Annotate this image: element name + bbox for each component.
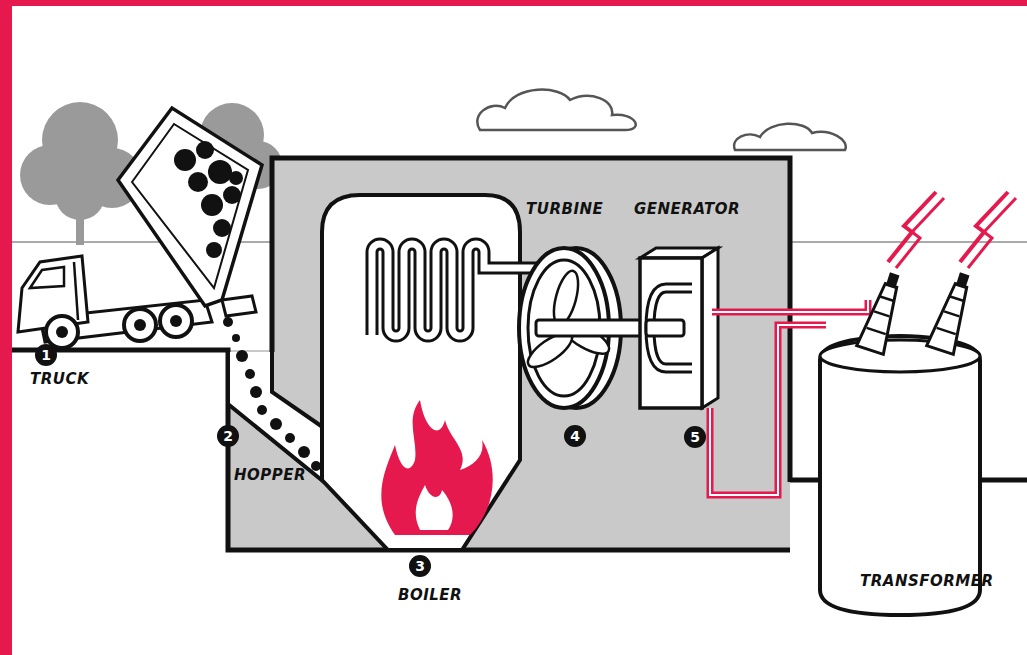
dump-truck [18, 108, 262, 348]
callout-number: 1 [35, 344, 57, 366]
wire [712, 300, 868, 312]
generator-box [640, 258, 702, 408]
coal-lump [270, 418, 282, 430]
coal-lump [311, 461, 321, 471]
callout-number: 2 [217, 425, 239, 447]
callout-number: 5 [684, 426, 706, 448]
bushing [857, 270, 908, 355]
truck-window [30, 267, 64, 288]
spark [960, 192, 1008, 262]
spark [896, 198, 944, 268]
dump-bed [118, 108, 262, 306]
frame-bar [0, 0, 1027, 6]
coal-lump [245, 369, 255, 379]
coal-lump [213, 219, 231, 237]
shaft [536, 320, 686, 336]
coal-lump [206, 242, 222, 258]
coal-lump [223, 186, 241, 204]
part-label: HOPPER [234, 466, 306, 484]
coal-lump [236, 350, 248, 362]
dump-bed-inner [132, 124, 248, 288]
wire [710, 325, 826, 495]
shaft [646, 320, 684, 336]
tailgate [222, 296, 256, 316]
part-label: TURBINE [526, 200, 603, 218]
coal-lump [208, 160, 232, 184]
hopper-edge [272, 352, 324, 428]
coal-lump [229, 171, 243, 185]
wire-core [710, 325, 826, 495]
coal-lump [250, 386, 262, 398]
spark [888, 192, 936, 262]
bushing-body [927, 281, 975, 354]
coal-lump [188, 172, 208, 192]
wheel [124, 309, 156, 341]
wheel [46, 316, 78, 348]
building-fill [228, 158, 790, 550]
frame-bar [0, 0, 12, 655]
coal-lump [223, 317, 233, 327]
bushing-tip [956, 272, 970, 288]
tree-crown [55, 170, 105, 220]
hub [170, 315, 182, 327]
spark [968, 198, 1016, 268]
coal-lump [257, 405, 267, 415]
bushing [927, 270, 978, 355]
callout-number: 3 [409, 555, 431, 577]
part-label: GENERATOR [634, 200, 740, 218]
flame-core [416, 485, 453, 530]
coal [174, 141, 243, 258]
bushing-ribs [867, 296, 897, 335]
callout-number: 4 [564, 425, 586, 447]
falling-coal [223, 317, 321, 471]
generator-side [702, 248, 718, 408]
part-label: TRANSFORMER [860, 572, 994, 590]
cloud [477, 90, 635, 130]
wire-core [712, 300, 868, 312]
coal-lump [285, 433, 295, 443]
bushing-ribs [937, 296, 967, 335]
hopper-edge [228, 352, 324, 482]
coal-lump [232, 334, 240, 342]
part-label: BOILER [398, 586, 462, 604]
bushing-tip [886, 272, 900, 288]
hub [134, 319, 146, 331]
cloud [734, 124, 846, 150]
wheel [160, 305, 192, 337]
coal-lump [298, 446, 310, 458]
coal-lump [196, 141, 214, 159]
hub [56, 326, 68, 338]
bushing-body [857, 281, 905, 354]
coal-lump [174, 149, 196, 171]
flame [381, 400, 492, 535]
part-label: TRUCK [30, 370, 89, 388]
truck-door [74, 262, 78, 320]
coal-lump [201, 194, 223, 216]
